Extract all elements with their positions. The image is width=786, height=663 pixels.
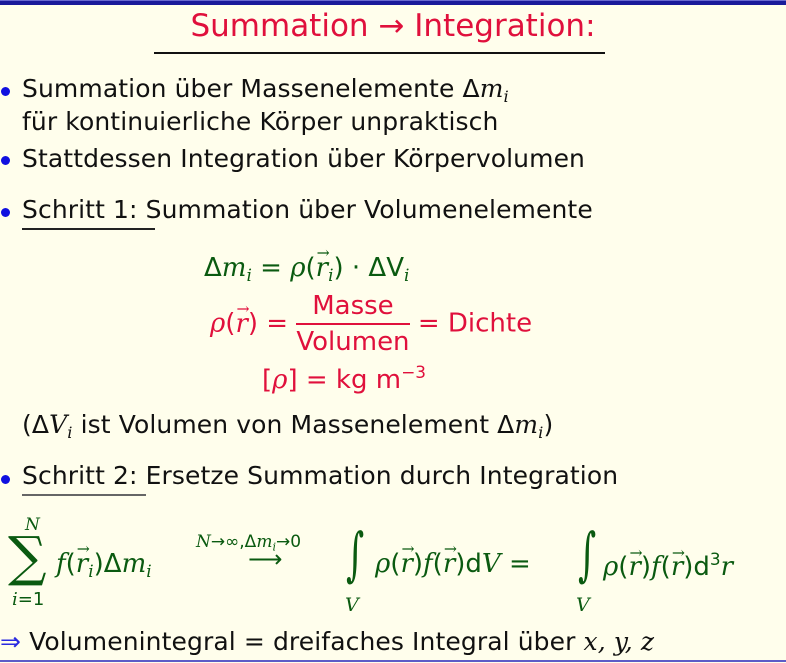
step-2-label: Schritt 2: [22, 461, 130, 490]
sigma-symbol: ∑: [8, 525, 47, 588]
step-1-underline: [22, 228, 155, 230]
unit-exponent: −3: [401, 362, 426, 382]
step-2-description: : Ersetze Summation durch Integration: [129, 461, 619, 490]
unit-text: kg m: [335, 365, 402, 396]
bullet-2-text: Stattdessen Integration über Körpervolum…: [22, 144, 586, 173]
limit-arrow: ⟶: [248, 545, 283, 573]
integral-2-body: ρ(r)f(r)d3r: [603, 544, 733, 583]
bullet-icon: [1, 87, 10, 96]
step-2-underline: [22, 494, 146, 496]
bullet-1-line-1: Summation über Massenelemente Δmi: [22, 74, 509, 106]
bullet-1-line-2: für kontinuierliche Körper unpraktisch: [22, 107, 499, 136]
bottom-border: [0, 660, 786, 662]
bullet-icon: [1, 156, 10, 165]
conclusion-text: Volumenintegral = dreifaches Integral üb…: [21, 627, 584, 656]
integral-symbol-1: ∫: [346, 520, 365, 588]
bullet-4-text: Schritt 2: Ersetze Summation durch Integ…: [22, 461, 618, 490]
sum-upper-limit: N: [25, 515, 40, 535]
delta-m-i: Δmi: [462, 74, 509, 106]
limit-label: N→∞,Δmi→0: [196, 532, 302, 554]
fraction-denominator: Volumen: [296, 327, 410, 357]
title-underline: [154, 52, 605, 54]
volume-note: (ΔVi ist Volumen von Massenelement Δmi): [22, 410, 554, 442]
bullet-icon: [1, 475, 10, 484]
conclusion-line: ⇒ Volumenintegral = dreifaches Integral …: [0, 627, 654, 656]
density-rhs: = Dichte: [417, 308, 533, 339]
step-1-label: Schritt 1: [22, 195, 130, 224]
step-1-description: : Summation über Volumenelemente: [129, 195, 593, 224]
bullet-1-text: Summation über Massenelemente: [22, 74, 463, 103]
integral-1-body: ρ(r)f(r)dV =: [375, 540, 531, 579]
summand: f(ri)Δmi: [56, 540, 152, 581]
bullet-3-text: Schritt 1: Summation über Volumenelement…: [22, 195, 593, 224]
mass-element-equation: Δmi = ρ(ri) · ΔVi: [204, 244, 409, 285]
bullet-icon: [1, 208, 10, 217]
integral-1-domain: V: [345, 594, 359, 616]
sum-lower-limit: i=1: [12, 589, 45, 610]
integral-symbol-2: ∫: [578, 520, 597, 588]
slide-title: Summation → Integration:: [190, 8, 596, 44]
top-border: [0, 0, 786, 5]
conclusion-variables: x, y, z: [583, 627, 655, 656]
fraction-numerator: Masse: [296, 289, 410, 325]
implies-arrow-icon: ⇒: [0, 627, 22, 656]
integral-2-domain: V: [576, 594, 590, 616]
density-unit-equation: [ρ] = kg m−3: [262, 362, 426, 396]
